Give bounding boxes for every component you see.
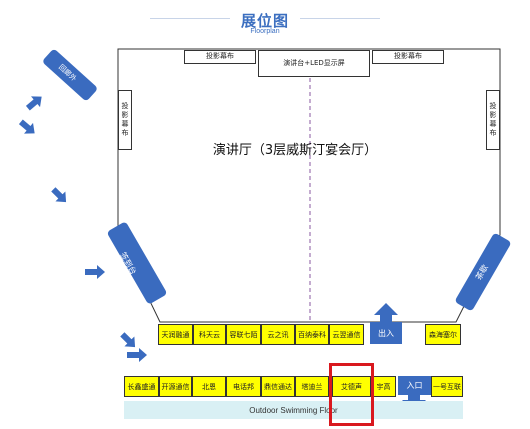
booth-lower-6[interactable]: 塔迪兰 (295, 376, 329, 397)
outdoor-pool: Outdoor Swimming Floor (124, 401, 463, 419)
projector-screen-left: 投影幕布 (118, 90, 132, 150)
hall-label: 演讲厅（3层威斯汀宴会厅） (212, 143, 378, 158)
corridor-left-top (43, 49, 97, 101)
booth-lower-1[interactable]: 长鑫盛通 (124, 376, 159, 397)
booth-upper-1[interactable]: 天润融通 (158, 324, 193, 345)
page-title: 展位图 (240, 12, 289, 30)
hall-outline (117, 48, 501, 323)
booth-lower-right[interactable]: 一号互联 (431, 376, 463, 397)
arrow-icon (127, 348, 147, 362)
booth-upper-4[interactable]: 云之讯 (261, 324, 295, 345)
highlighted-booth-frame (329, 363, 374, 426)
booth-upper-6[interactable]: 云翌通信 (329, 324, 364, 345)
projector-screen-top-left: 投影幕布 (184, 50, 256, 64)
arrow-icon (51, 187, 67, 203)
booth-upper-right[interactable]: 森海塞尔 (425, 324, 461, 345)
arrow-icon (85, 265, 105, 279)
title-rule-left (150, 18, 230, 19)
exit-label: 入口 (398, 376, 431, 395)
corridor-left-bottom (107, 222, 167, 304)
booth-lower-4[interactable]: 电话邦 (226, 376, 261, 397)
projector-screen-top-right: 投影幕布 (372, 50, 444, 64)
booth-lower-5[interactable]: 鼎信通达 (261, 376, 295, 397)
entrance-label: 出入 (370, 322, 402, 344)
booth-upper-3[interactable]: 容联七陌 (226, 324, 261, 345)
title-rule-right (300, 18, 380, 19)
booth-lower-3[interactable]: 北恩 (192, 376, 226, 397)
booth-lower-2[interactable]: 开源通信 (159, 376, 192, 397)
booth-lower-7[interactable]: 艾德声 (332, 376, 371, 397)
booth-upper-2[interactable]: 科天云 (193, 324, 226, 345)
arrow-icon (120, 332, 136, 348)
corridor-right (455, 233, 511, 311)
entrance-arrow-icon (374, 303, 398, 322)
stage-led: 演讲台+LED显示屏 (258, 50, 370, 77)
arrow-icon (18, 119, 35, 134)
booth-lower-8[interactable]: 宇高 (371, 376, 396, 397)
projector-screen-right: 投影幕布 (486, 90, 500, 150)
page-subtitle: Floorplan (250, 28, 280, 35)
booth-upper-5[interactable]: 百纳泰科 (295, 324, 329, 345)
arrow-icon (25, 96, 42, 111)
